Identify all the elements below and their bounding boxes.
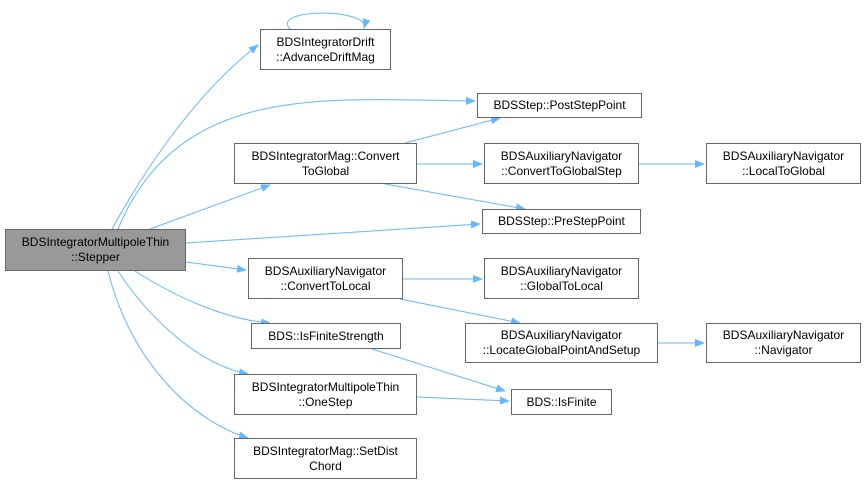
edge-convertglobal-prestep [384,183,526,212]
node-label: ::LocalToGlobal [742,163,825,178]
node-label: BDSAuxiliaryNavigator [500,328,623,342]
node-is-finite[interactable]: BDS::IsFinite [511,389,612,415]
edge-stepper-poststep [117,96,476,230]
edge-advancedrift-self [286,12,371,30]
edge-stepper-convertglobal [149,184,271,230]
node-label: ::ConvertToGlobalStep [501,163,622,178]
node-label: BDSStep::PostStepPoint [493,98,626,112]
node-label: ::Stepper [71,250,120,264]
node-label: ::OneStep [298,394,353,409]
node-label: ::LocateGlobalPointAndSetup [482,343,641,357]
node-label: BDS::IsFinite [526,394,597,409]
node-label: BDSIntegratorMag::Convert [251,148,400,163]
node-label: ::AdvanceDriftMag [276,49,375,64]
node-global-to-local[interactable]: BDSAuxiliaryNavigator ::GlobalToLocal [484,258,639,299]
node-local-to-global[interactable]: BDSAuxiliaryNavigator ::LocalToGlobal [706,143,861,184]
node-label: ::GlobalToLocal [520,278,603,293]
node-set-dist-chord[interactable]: BDSIntegratorMag::SetDist Chord [234,438,417,479]
edge-stepper-isfinitestrength [134,270,271,327]
edge-onestep-isfinite [416,396,510,405]
node-label: Chord [309,458,342,473]
node-label: BDSAuxiliaryNavigator [722,148,845,163]
edge-stepper-advancedrift [111,44,259,230]
edge-convertglobal-poststep [404,116,501,144]
node-label: BDSIntegratorMultipoleThin [251,379,400,394]
node-stepper: BDSIntegratorMultipoleThin ::Stepper [5,229,186,271]
edge-stepper-convertlocal [185,261,247,273]
node-label: BDSStep::PreStepPoint [498,214,625,228]
node-navigator[interactable]: BDSAuxiliaryNavigator ::Navigator [706,323,861,363]
node-label: BDSIntegratorDrift [276,34,375,49]
node-label: ::ConvertToLocal [280,278,371,293]
node-one-step[interactable]: BDSIntegratorMultipoleThin ::OneStep [234,374,417,415]
node-is-finite-strength[interactable]: BDS::IsFiniteStrength [251,323,401,349]
node-convert-to-local[interactable]: BDSAuxiliaryNavigator ::ConvertToLocal [248,258,403,299]
node-label: BDSIntegratorMultipoleThin [21,235,170,249]
edge-stepper-prestep [185,220,481,244]
node-pre-step-point[interactable]: BDSStep::PreStepPoint [482,209,641,234]
node-locate-global-point[interactable]: BDSAuxiliaryNavigator ::LocateGlobalPoin… [465,323,658,363]
node-convert-to-global-step[interactable]: BDSAuxiliaryNavigator ::ConvertToGlobalS… [484,143,639,184]
node-label: ::Navigator [754,343,813,357]
edge-stepper-onestep [117,270,249,377]
node-label: BDS::IsFiniteStrength [268,328,384,343]
node-label: BDSAuxiliaryNavigator [722,328,845,342]
node-label: BDSAuxiliaryNavigator [264,263,387,278]
node-advance-drift-mag[interactable]: BDSIntegratorDrift ::AdvanceDriftMag [260,29,391,70]
node-label: BDSAuxiliaryNavigator [500,148,623,163]
node-post-step-point[interactable]: BDSStep::PostStepPoint [477,93,642,118]
node-label: BDSIntegratorMag::SetDist [253,443,398,458]
edge-convertlocal-locate [399,298,521,326]
node-convert-to-global[interactable]: BDSIntegratorMag::Convert ToGlobal [234,143,417,184]
node-label: ToGlobal [301,163,350,178]
edge-stepper-setdist [107,270,249,440]
node-label: BDSAuxiliaryNavigator [500,263,623,278]
edge-isfinitestrength-isfinite [371,348,506,393]
